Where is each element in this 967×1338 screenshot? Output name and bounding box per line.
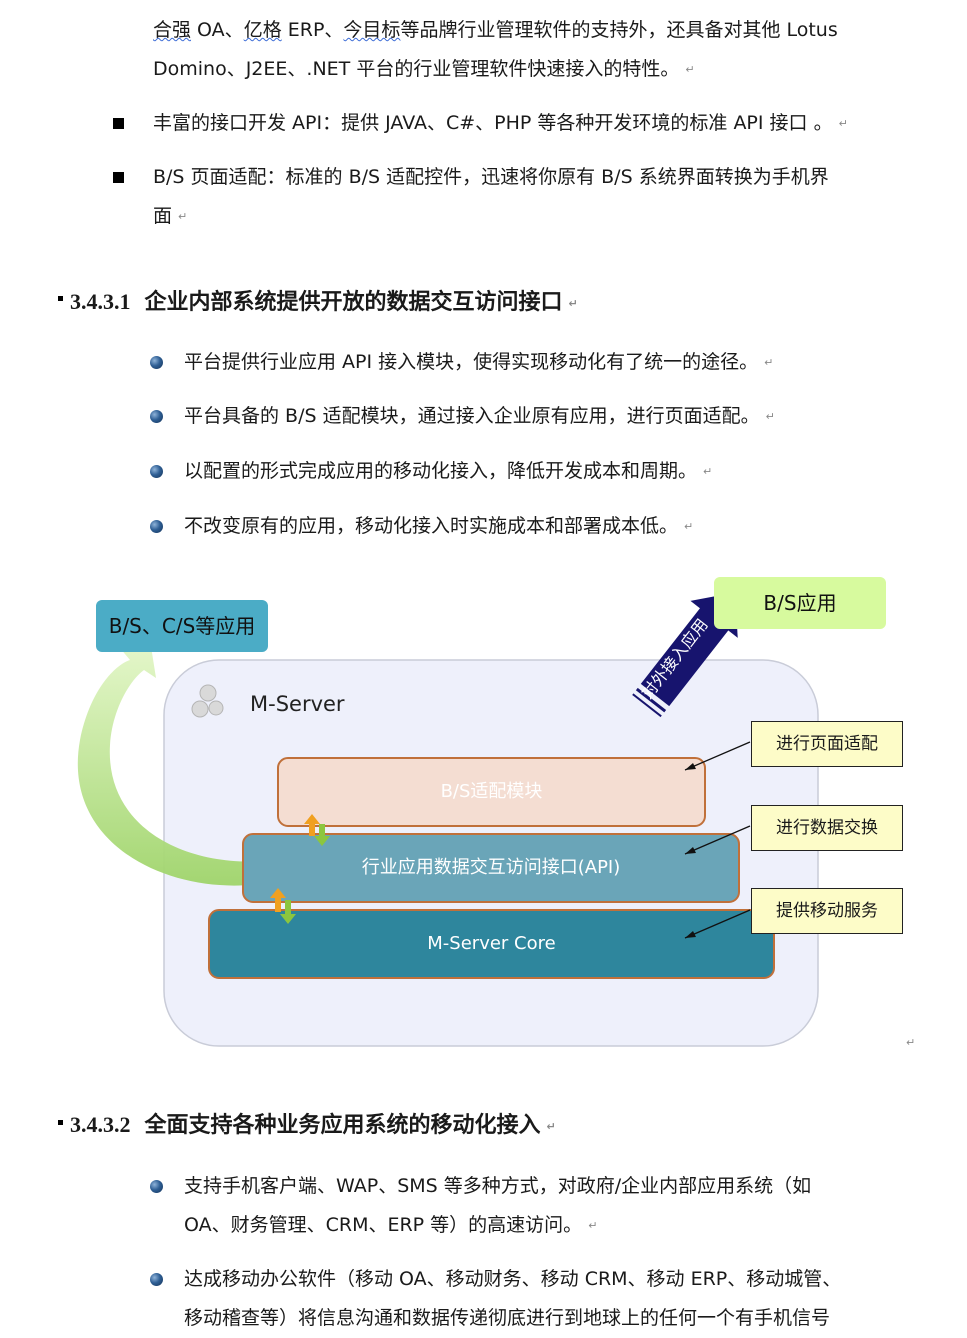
bs-adapter-label: B/S适配模块 [278,758,705,826]
list-item-text: B/S 页面适配：标准的 B/S 适配控件，迅速将你原有 B/S 系统界面转换为… [153,166,829,188]
list-item-text: 丰富的接口开发 API：提供 JAVA、C#、PHP 等各种开发环境的标准 AP… [153,112,833,134]
list-item: OA、财务管理、CRM、ERP 等）的高速访问。 ↵ [184,1206,597,1245]
intro-text: 等品牌行业管理软件的支持外，还具备对其他 Lotus [400,19,838,41]
paragraph-mark: ↵ [684,520,694,533]
api-layer [242,833,740,903]
leader-line [684,741,751,771]
paragraph-mark: ↵ [765,410,775,423]
bs-adapter-text: B/S适配模块 [440,781,543,802]
curved-arrow [77,640,275,886]
section-heading: 3.4.3.2 全面支持各种业务应用系统的移动化接入 ↵ [70,1107,556,1139]
bullet-icon [150,1273,163,1286]
list-item-text: 移动稽查等）将信息沟通和数据传递彻底进行到地球上的任何一个有手机信号 [184,1307,831,1329]
heading-marker [58,296,63,301]
callout-page-adapt: 进行页面适配 [751,721,903,767]
diagram-graphics [77,592,819,1047]
intro-text: ERP、 [281,19,344,41]
callout-data-exchange: 进行数据交换 [751,805,903,851]
list-item: 达成移动办公软件（移动 OA、移动财务、移动 CRM、移动 ERP、移动城管、 [184,1260,841,1299]
intro-text: 亿格 [243,19,282,41]
leader-line [684,825,751,855]
list-item: 以配置的形式完成应用的移动化接入，降低开发成本和周期。 ↵ [184,452,712,491]
bullet-icon [150,465,163,478]
list-item: 面↵ [153,197,187,236]
paragraph-mark: ↵ [764,356,774,369]
bullet-icon [150,410,163,423]
core-layer-label: M-Server Core [209,910,774,978]
bs-app-label: B/S应用 [763,591,837,615]
core-layer [208,909,775,979]
list-item-text: 支持手机客户端、WAP、SMS 等多种方式，对政府/企业内部应用系统（如 [184,1175,812,1197]
list-item: 平台具备的 B/S 适配模块，通过接入企业原有应用，进行页面适配。 ↵ [184,397,775,436]
intro-line-1: 合强 OA、亿格 ERP、今目标等品牌行业管理软件的支持外，还具备对其他 Lot… [153,11,838,50]
list-item: 移动稽查等）将信息沟通和数据传递彻底进行到地球上的任何一个有手机信号 [184,1299,830,1338]
list-item: 丰富的接口开发 API：提供 JAVA、C#、PHP 等各种开发环境的标准 AP… [153,104,848,143]
exchange-arrow-icon [304,814,330,846]
section-title: 企业内部系统提供开放的数据交互访问接口 [144,290,563,315]
paragraph-mark: ↵ [568,296,578,310]
paragraph-mark: ↵ [703,465,713,478]
intro-line-2: Domino、J2EE、.NET 平台的行业管理软件快速接入的特性。 ↵ [153,50,695,89]
paragraph-mark: ↵ [906,1036,916,1049]
list-item-text: 面 [153,205,173,227]
adapter-layer [277,757,706,827]
callout-mobile-service: 提供移动服务 [751,888,903,934]
paragraph-mark: ↵ [838,117,848,130]
list-item-text: 平台提供行业应用 API 接入模块，使得实现移动化有了统一的途径。 [184,351,759,373]
intro-text: 今目标 [343,19,401,41]
paragraph-mark: ↵ [546,1119,556,1133]
list-item: B/S 页面适配：标准的 B/S 适配控件，迅速将你原有 B/S 系统界面转换为… [153,158,829,197]
list-item: 不改变原有的应用，移动化接入时实施成本和部署成本低。 ↵ [184,507,693,546]
api-layer-text: 行业应用数据交互访问接口(API) [361,857,621,878]
intro-text: 合强 [153,19,192,41]
bs-app-box: B/S应用 [714,577,886,629]
bullet-icon [150,1180,163,1193]
paragraph-mark: ↵ [178,210,188,223]
intro-text: Domino、J2EE、.NET 平台的行业管理软件快速接入的特性。 [153,58,680,80]
bs-cs-app-label: B/S、C/S等应用 [108,614,256,638]
list-item: 支持手机客户端、WAP、SMS 等多种方式，对政府/企业内部应用系统（如 [184,1167,811,1206]
list-item-text: 达成移动办公软件（移动 OA、移动财务、移动 CRM、移动 ERP、移动城管、 [184,1268,842,1290]
list-item: 平台提供行业应用 API 接入模块，使得实现移动化有了统一的途径。 ↵ [184,343,773,382]
gear-icon [191,684,224,718]
section-number: 3.4.3.1 [70,289,131,314]
paragraph-mark: ↵ [588,1219,598,1232]
heading-marker [58,1120,63,1125]
bullet-icon [150,356,163,369]
leader-line [684,909,751,939]
core-layer-text: M-Server Core [427,933,556,954]
server-name-text: M-Server [250,692,345,716]
list-item-text: 平台具备的 B/S 适配模块，通过接入企业原有应用，进行页面适配。 [184,405,760,427]
exchange-arrow-icon [270,888,296,924]
callout-text: 提供移动服务 [776,901,878,921]
callout-text: 进行页面适配 [776,734,878,754]
paragraph-mark: ↵ [685,63,695,76]
square-bullet [113,118,124,129]
server-name: M-Server [250,692,345,716]
bullet-icon [150,520,163,533]
api-layer-label: 行业应用数据交互访问接口(API) [243,834,739,902]
section-title: 全面支持各种业务应用系统的移动化接入 [144,1113,541,1138]
list-item-text: 以配置的形式完成应用的移动化接入，降低开发成本和周期。 [184,460,698,482]
callout-text: 进行数据交换 [776,818,878,838]
bs-cs-app-box: B/S、C/S等应用 [96,600,268,652]
list-item-text: OA、财务管理、CRM、ERP 等）的高速访问。 [184,1214,583,1236]
section-number: 3.4.3.2 [70,1112,131,1137]
architecture-diagram: B/S、C/S等应用 B/S应用 对外接入应用 M-Server B/S适配模块… [60,570,920,1060]
square-bullet [113,172,124,183]
intro-text: OA、 [191,19,244,41]
list-item-text: 不改变原有的应用，移动化接入时实施成本和部署成本低。 [184,515,679,537]
section-heading: 3.4.3.1 企业内部系统提供开放的数据交互访问接口 ↵ [70,284,578,316]
